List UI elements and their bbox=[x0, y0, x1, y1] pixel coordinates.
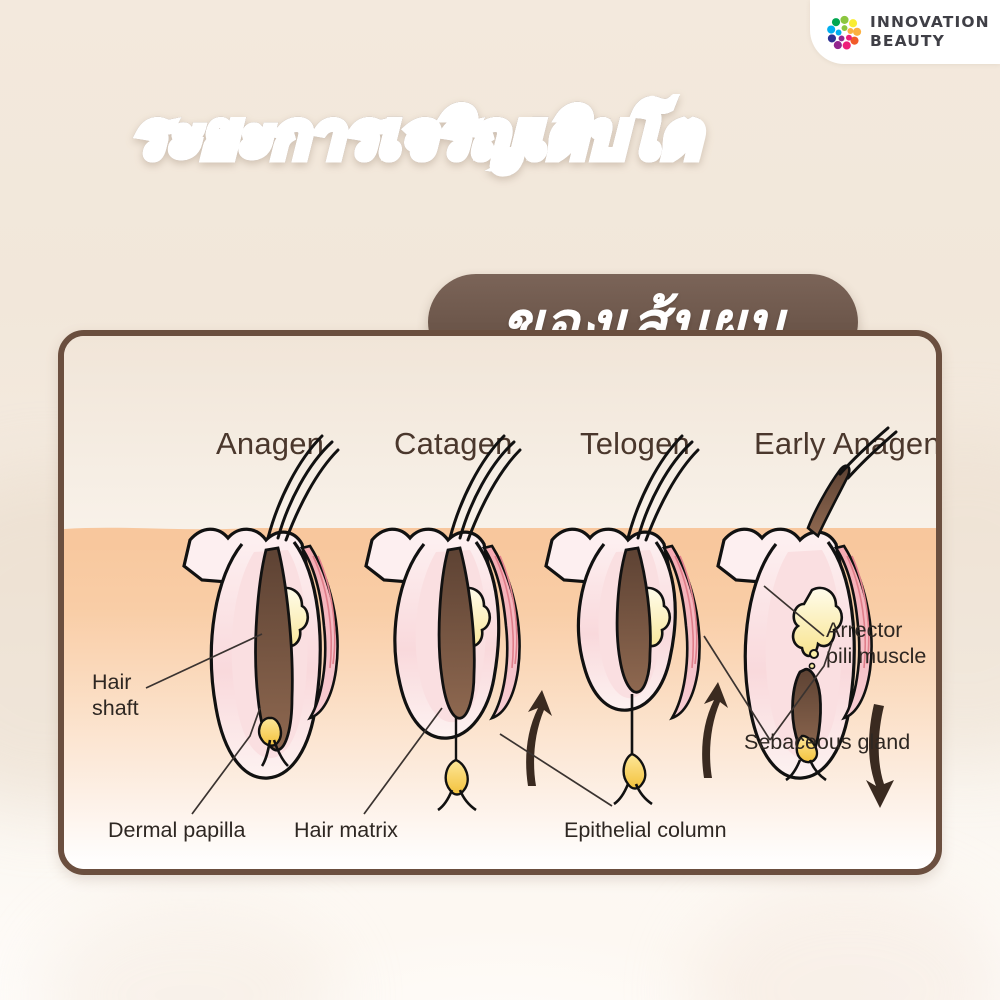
brand-logo-badge[interactable]: Innovation Beauty bbox=[810, 0, 1000, 64]
headline: ระยะการเจริญเติบโต ของเส้นผม bbox=[0, 94, 1000, 370]
phase-label-row: Anagen Catagen Telogen Early Anagen bbox=[64, 426, 936, 472]
leader-arrector-pili bbox=[763, 585, 825, 637]
callout-hair-shaft: Hair shaft bbox=[92, 670, 139, 720]
callout-sebaceous-gland: Sebaceous gland bbox=[744, 730, 911, 754]
pinwheel-dots-icon bbox=[826, 14, 863, 51]
follicle-early-anagen bbox=[716, 426, 898, 808]
phase-label-catagen: Catagen bbox=[394, 426, 513, 461]
phase-label-telogen: Telogen bbox=[580, 426, 690, 461]
upward-arrow bbox=[526, 690, 552, 786]
phase-label-early-anagen: Early Anagen bbox=[754, 426, 936, 461]
upward-arrow bbox=[702, 682, 728, 778]
leader-hair-shaft bbox=[145, 633, 263, 689]
callout-leader-lines bbox=[145, 585, 833, 815]
callout-hair-matrix: Hair matrix bbox=[294, 818, 398, 842]
leader-sebaceous-a bbox=[769, 641, 833, 741]
callout-dermal-papilla: Dermal papilla bbox=[108, 818, 246, 842]
diagram-card: Anagen Catagen Telogen Early Anagen bbox=[58, 330, 942, 875]
leader-sebaceous-b bbox=[703, 635, 771, 741]
follicle-telogen bbox=[544, 434, 728, 806]
callout-epithelial-column: Epithelial column bbox=[564, 818, 727, 842]
brand-name-line1: Innovation bbox=[870, 13, 990, 31]
leader-epithelial-column bbox=[499, 733, 613, 807]
follicle-catagen bbox=[364, 434, 552, 812]
leader-dermal-papilla bbox=[191, 707, 261, 815]
brand-wordmark: Innovation Beauty bbox=[870, 13, 990, 50]
hair-follicle-illustration bbox=[64, 426, 936, 815]
callout-arrector-pili-muscle: Arrector pili muscle bbox=[826, 618, 927, 668]
follicle-anagen bbox=[182, 434, 340, 780]
headline-line-1: ระยะการเจริญเติบโต bbox=[128, 94, 704, 176]
brand-name-line2: Beauty bbox=[870, 31, 945, 50]
downward-arrow bbox=[866, 704, 894, 808]
leader-hair-matrix bbox=[363, 707, 443, 815]
